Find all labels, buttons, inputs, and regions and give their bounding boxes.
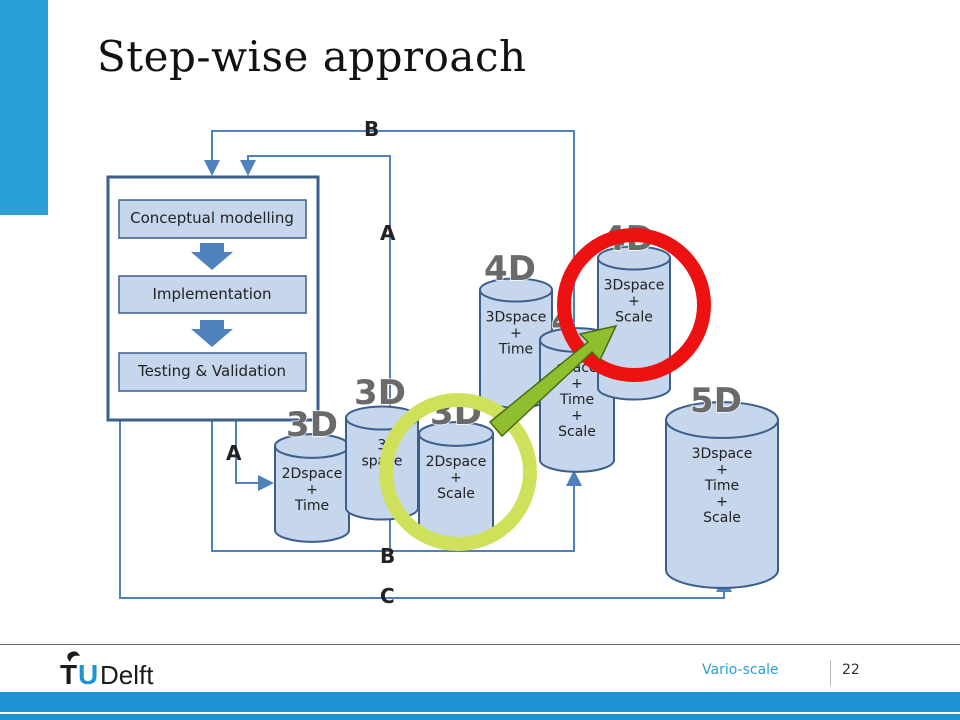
cylinder-body bbox=[665, 419, 779, 589]
footer-link[interactable]: Vario-scale bbox=[702, 662, 779, 678]
cylinder-text: Scale bbox=[437, 486, 475, 502]
path-a-left bbox=[235, 420, 274, 491]
cylinder-text: + bbox=[716, 494, 728, 510]
step-label: Conceptual modelling bbox=[130, 209, 294, 227]
cylinder-text: 2Dspace bbox=[426, 454, 487, 470]
cylinder-text: + bbox=[716, 462, 728, 478]
cylinder-dimension-label: 5D bbox=[690, 381, 742, 421]
svg-text:Delft: Delft bbox=[100, 660, 154, 688]
tudelft-logo: T U Delft bbox=[56, 648, 166, 692]
green-arrow-icon bbox=[488, 324, 618, 438]
cylinder-top bbox=[418, 421, 494, 447]
cylinder-text: Scale bbox=[558, 424, 596, 440]
cylinder-text: 3 bbox=[378, 438, 387, 454]
cylinder-text: 3Dspace bbox=[692, 446, 753, 462]
cylinder-dimension-label: 4D bbox=[484, 249, 536, 289]
cylinder-text: + bbox=[450, 470, 462, 486]
page-number: 22 bbox=[842, 662, 860, 678]
footer-divider bbox=[0, 644, 960, 645]
label-b-bottom: B bbox=[380, 544, 395, 568]
cylinder-text: Time bbox=[498, 342, 533, 358]
page-title: Step-wise approach bbox=[97, 32, 527, 81]
cylinder-text: Time bbox=[704, 478, 739, 494]
flame-icon bbox=[67, 651, 80, 662]
green-highlight-circle bbox=[379, 393, 537, 551]
svg-text:T: T bbox=[60, 659, 77, 688]
cylinder-top bbox=[665, 401, 779, 439]
cylinder-text: + bbox=[510, 326, 522, 342]
cylinder-3: 3Dspace+Time 4D bbox=[479, 248, 553, 409]
cylinder-text: Time bbox=[559, 392, 594, 408]
accent-bar bbox=[0, 0, 48, 215]
step-implementation bbox=[118, 275, 307, 314]
cylinder-text: Scale bbox=[615, 310, 653, 326]
down-arrow-icon bbox=[191, 320, 233, 347]
red-highlight-circle bbox=[557, 228, 711, 382]
footer-separator bbox=[830, 660, 831, 686]
process-box: Conceptual modelling Implementation Test… bbox=[106, 175, 320, 422]
path-c-bottom bbox=[119, 420, 732, 599]
cylinder-text: 3Dspace bbox=[604, 278, 665, 294]
bottom-stripe bbox=[0, 712, 960, 714]
label-a-left: A bbox=[226, 441, 242, 465]
cylinder-dimension-label: 3D bbox=[354, 373, 406, 413]
cylinder-text: + bbox=[571, 408, 583, 424]
cylinder-top bbox=[597, 245, 671, 271]
cylinder-text: + bbox=[306, 482, 318, 498]
path-labels: B A A B C bbox=[226, 117, 396, 608]
label-c-bottom: C bbox=[380, 584, 395, 608]
path-b-bottom bbox=[211, 420, 582, 552]
step-conceptual-modelling bbox=[118, 199, 307, 239]
cylinder-text: + bbox=[571, 376, 583, 392]
path-a-top bbox=[240, 155, 391, 548]
diagram: Conceptual modelling Implementation Test… bbox=[106, 117, 779, 608]
label-b-top: B bbox=[364, 117, 379, 141]
step-label: Testing & Validation bbox=[137, 362, 286, 380]
step-label: Implementation bbox=[152, 285, 271, 303]
bottom-band bbox=[0, 692, 960, 720]
cylinder-body bbox=[597, 257, 671, 401]
cylinder-text: Time bbox=[294, 498, 329, 514]
cylinder-text: Scale bbox=[703, 510, 741, 526]
down-arrow-icon bbox=[191, 243, 233, 270]
cylinder-0: 2Dspace+Time 3D bbox=[274, 404, 350, 543]
cylinders: 2Dspace+Time3D3space3D2Dspace+Scale3D3Ds… bbox=[274, 218, 779, 589]
cylinder-text: 3Dspace bbox=[486, 310, 547, 326]
label-a-top: A bbox=[380, 221, 396, 245]
step-testing-validation bbox=[118, 352, 307, 392]
cylinder-top bbox=[479, 277, 553, 303]
cylinder-body bbox=[274, 445, 350, 543]
cylinder-text: 2Dspace bbox=[282, 466, 343, 482]
highlights bbox=[379, 228, 711, 551]
cylinder-text: + bbox=[628, 294, 640, 310]
svg-text:U: U bbox=[78, 659, 98, 688]
cylinder-dimension-label: 3D bbox=[286, 405, 338, 445]
